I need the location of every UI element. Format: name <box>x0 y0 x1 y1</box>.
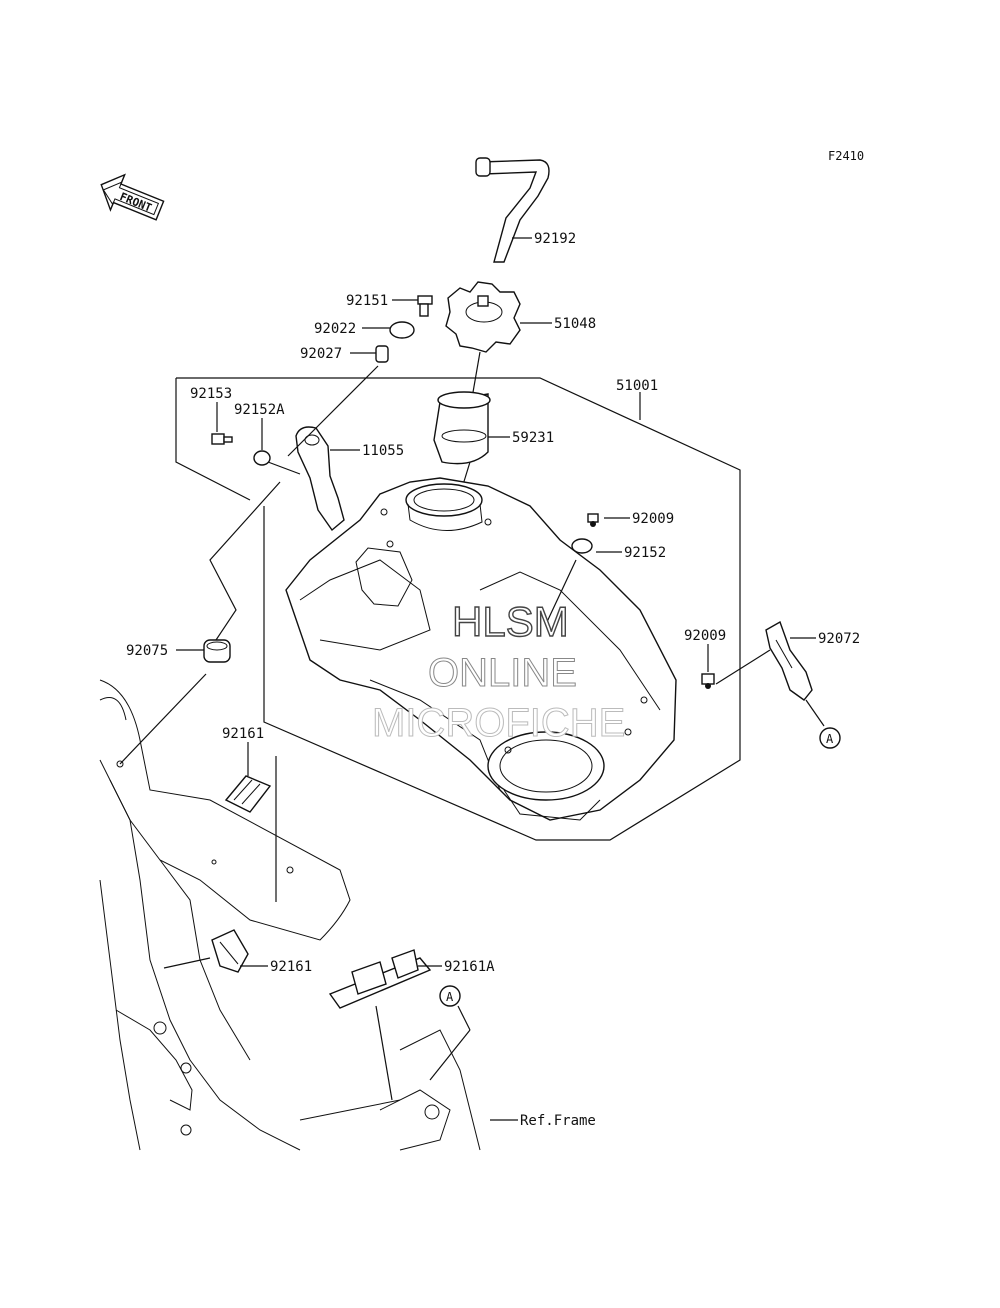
bracket-11055 <box>295 426 345 532</box>
strap-92072 <box>765 620 813 701</box>
assembly-bracket-left <box>175 378 251 501</box>
fuel-strainer <box>433 391 491 465</box>
callout-92161-upper: 92161 <box>222 726 264 742</box>
callout-51048: 51048 <box>554 316 596 332</box>
ref-a-label-1: A <box>826 732 834 746</box>
ref-a-circle-2 <box>439 985 461 1007</box>
pad-92161-upper <box>224 775 272 813</box>
screw-92009-upper <box>587 513 599 527</box>
callout-92009-upper: 92009 <box>632 511 674 527</box>
callout-51001: 51001 <box>616 378 658 394</box>
ref-a-circle-1 <box>819 727 841 749</box>
breather-hose <box>475 157 550 263</box>
callout-92161-lower: 92161 <box>270 959 312 975</box>
watermark-line-1: HLSM <box>452 598 569 645</box>
bolt-92153 <box>211 433 233 445</box>
callout-92152A: 92152A <box>234 402 285 418</box>
callout-92151: 92151 <box>346 293 388 309</box>
grommet-92152A <box>253 450 271 466</box>
assembly-bracket-right <box>176 377 741 841</box>
bolt-92151 <box>417 295 433 317</box>
callout-92009-lower: 92009 <box>684 628 726 644</box>
fuel-cap <box>445 281 521 353</box>
callout-92075: 92075 <box>126 643 168 659</box>
pad-92161A <box>328 949 432 1009</box>
callout-92152: 92152 <box>624 545 666 561</box>
front-arrow-icon: FRONT <box>100 173 165 221</box>
callout-11055: 11055 <box>362 443 404 459</box>
collar-92027 <box>375 345 389 363</box>
callout-92027: 92027 <box>300 346 342 362</box>
ref-frame-label: Ref.Frame <box>520 1113 596 1129</box>
callout-92022: 92022 <box>314 321 356 337</box>
figure-code: F2410 <box>828 149 864 163</box>
ref-a-label-2: A <box>446 990 454 1004</box>
watermark-line-3: MICROFICHE <box>372 701 625 745</box>
callout-59231: 59231 <box>512 430 554 446</box>
washer-92022 <box>389 321 415 339</box>
callout-92161A: 92161A <box>444 959 495 975</box>
callout-92153: 92153 <box>190 386 232 402</box>
screw-92009-lower <box>701 673 715 689</box>
fuel-tank <box>285 477 677 821</box>
callout-92192: 92192 <box>534 231 576 247</box>
pad-92161-lower <box>211 929 249 973</box>
callout-92072: 92072 <box>818 631 860 647</box>
watermark-line-2: ONLINE <box>428 651 577 695</box>
frame <box>99 679 481 1151</box>
grommet-92075 <box>203 639 231 663</box>
grommet-92152 <box>571 538 593 554</box>
